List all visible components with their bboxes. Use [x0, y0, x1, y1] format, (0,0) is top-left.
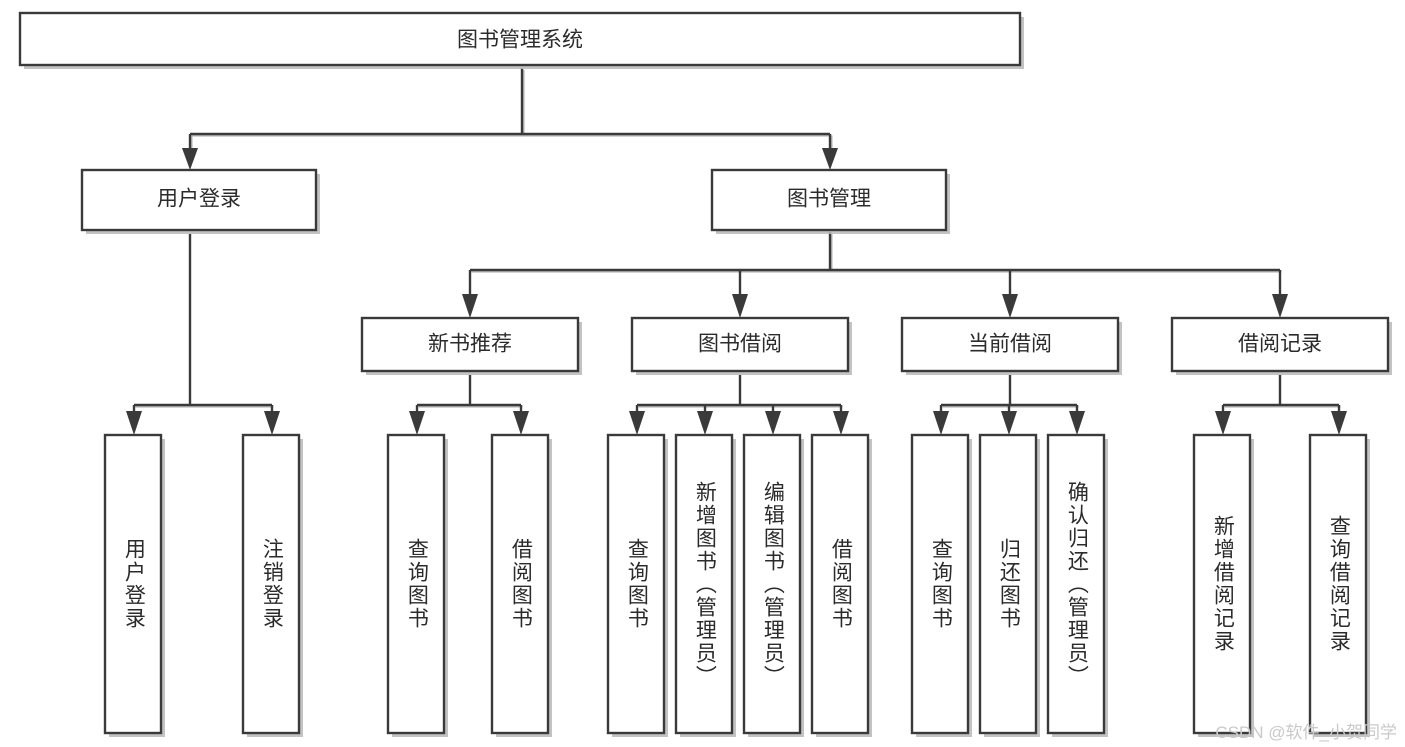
leaf-node-logout-login[interactable]: [241, 433, 303, 737]
connector-group-book-borrow-leaves: [629, 375, 849, 435]
leaf-node-borrow-book[interactable]: [810, 433, 872, 737]
node-user-login-label: 用户登录: [157, 188, 241, 211]
leaf-node-return-book[interactable]: [978, 433, 1040, 737]
node-current-borrow-label: 当前借阅: [968, 333, 1052, 356]
node-current-borrow[interactable]: 当前借阅: [900, 316, 1122, 375]
node-book-management-label: 图书管理: [787, 188, 871, 211]
leaf-box-group: [103, 433, 1370, 737]
leaf-node-confirm-return-admin[interactable]: [1046, 433, 1108, 737]
node-new-book-recommend[interactable]: 新书推荐: [360, 316, 582, 375]
node-user-login[interactable]: 用户登录: [80, 168, 320, 234]
node-borrow-record-label: 借阅记录: [1238, 333, 1322, 356]
leaf-node-add-book-admin[interactable]: [674, 433, 736, 737]
connector-group-borrow-record-leaves: [1215, 375, 1347, 435]
node-book-management[interactable]: 图书管理: [710, 168, 950, 234]
node-book-borrow[interactable]: 图书借阅: [630, 316, 852, 375]
node-borrow-record[interactable]: 借阅记录: [1170, 316, 1392, 375]
leaf-node-query-book-current[interactable]: [910, 433, 972, 737]
connector-group-root: [182, 68, 838, 170]
connector-group-current-borrow-leaves: [933, 375, 1085, 435]
csdn-watermark: CSDN @软件_小贺同学: [1215, 723, 1397, 742]
leaf-node-add-borrow-record[interactable]: [1192, 433, 1254, 737]
leaf-node-borrow-book-newbook[interactable]: [490, 433, 552, 737]
node-book-borrow-label: 图书借阅: [698, 333, 782, 356]
leaf-node-query-borrow-record[interactable]: [1308, 433, 1370, 737]
node-root[interactable]: 图书管理系统: [18, 11, 1024, 69]
leaf-node-user-login[interactable]: [103, 433, 165, 737]
node-root-label: 图书管理系统: [457, 29, 583, 52]
leaf-node-edit-book-admin[interactable]: [742, 433, 804, 737]
leaf-node-query-book-newbook[interactable]: [386, 433, 448, 737]
connector-group-user-login-leaves: [126, 234, 280, 435]
leaf-node-query-book-borrow[interactable]: [606, 433, 668, 737]
node-new-book-recommend-label: 新书推荐: [428, 333, 512, 356]
connector-group-book-management: [462, 232, 1288, 318]
connector-group-new-book-leaves: [409, 375, 529, 435]
